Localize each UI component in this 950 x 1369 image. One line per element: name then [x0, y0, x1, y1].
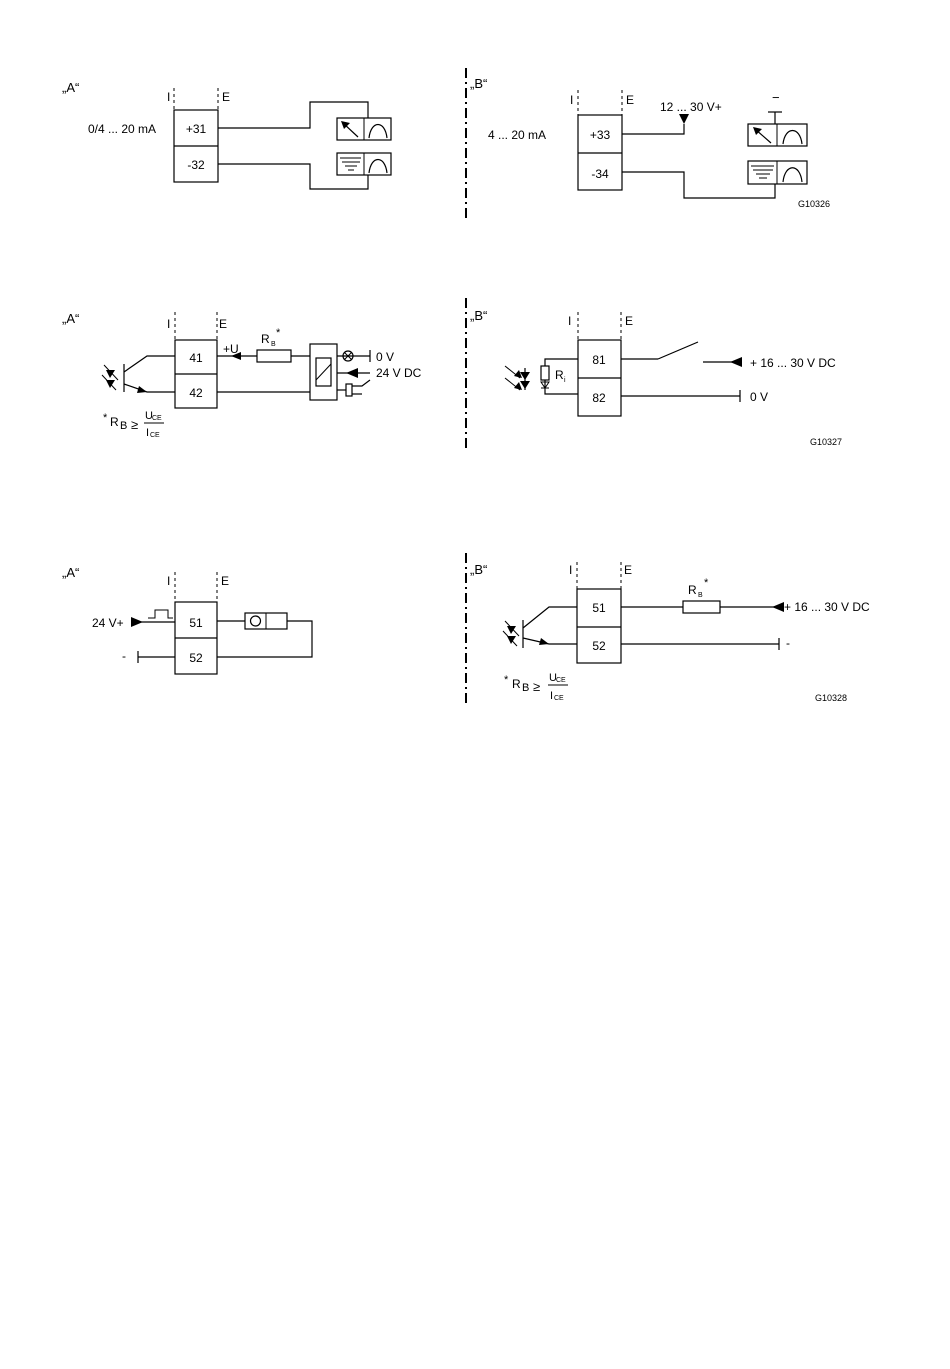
svg-text:≥: ≥	[131, 417, 138, 432]
rb-label: R	[261, 332, 270, 346]
supply-voltage: + 16 ... 30 V DC	[750, 356, 836, 370]
label-a: „A“	[62, 80, 79, 95]
svg-text:*: *	[276, 327, 281, 339]
opto-input-icon	[505, 359, 578, 394]
svg-text:CE: CE	[554, 695, 564, 702]
counter-icon	[245, 613, 287, 629]
row2-a-alarm-output: „A“ I E 41 42 +U R B *	[62, 311, 422, 439]
svg-text:*: *	[504, 674, 509, 686]
controller-icon	[748, 161, 807, 184]
label-b: „B“	[470, 308, 487, 323]
minus-sign: −	[772, 90, 780, 105]
row3-a-pulse-output: „A“ I E 51 52 24 V+ -	[62, 565, 312, 674]
plus-u-label: +U	[223, 342, 239, 356]
ri-label: R	[555, 368, 564, 382]
terminal-minus34: -34	[591, 167, 609, 181]
controller-icon	[337, 153, 391, 175]
supply-24v: 24 V+	[92, 616, 124, 630]
terminal-52: 52	[592, 639, 606, 653]
relay-icon	[310, 344, 370, 400]
supply-voltage: 12 ... 30 V+	[660, 100, 722, 114]
terminal-51: 51	[592, 601, 606, 615]
terminal-minus32: -32	[187, 158, 205, 172]
label-e: E	[625, 314, 633, 328]
pulse-icon	[148, 610, 173, 618]
label-e: E	[221, 574, 229, 588]
label-e: E	[219, 317, 227, 331]
label-i: I	[167, 90, 170, 104]
optocoupler-icon	[503, 607, 577, 648]
svg-text:B: B	[698, 592, 703, 599]
svg-text:B: B	[120, 420, 127, 432]
label-a: „A“	[62, 311, 79, 326]
svg-text:R: R	[110, 415, 119, 429]
figure-code: G10326	[798, 199, 830, 209]
row1-a-current-output: „A“ I E +31 -32 0/4 ... 20 mA	[62, 80, 391, 189]
row3-b-binary-input: „B“ I E 51 52 R B * + 16 ... 30 V DC -	[470, 562, 870, 703]
recorder-icon	[337, 118, 391, 140]
rb-formula: * R B ≥ U CE I CE	[103, 410, 164, 439]
svg-text:CE: CE	[150, 432, 160, 439]
svg-text:I: I	[146, 427, 149, 439]
svg-text:*: *	[103, 412, 108, 424]
label-i: I	[569, 563, 572, 577]
svg-text:B: B	[522, 682, 529, 694]
label-i: I	[568, 314, 571, 328]
label-i: I	[570, 93, 573, 107]
supply-voltage: + 16 ... 30 V DC	[784, 600, 870, 614]
row2-b-binary-input: „B“ I E 81 82 R i +	[470, 308, 842, 447]
recorder-icon	[748, 124, 807, 146]
rb-formula: * R B ≥ U CE I CE	[504, 672, 568, 702]
svg-text:I: I	[550, 690, 553, 702]
terminal-82: 82	[592, 391, 606, 405]
label-b: „B“	[470, 76, 487, 91]
terminal-41: 41	[189, 351, 203, 365]
zero-volt: 0 V	[376, 350, 394, 364]
optocoupler-icon	[102, 356, 175, 393]
svg-text:≥: ≥	[533, 679, 540, 694]
terminal-51: 51	[189, 616, 203, 630]
label-e: E	[222, 90, 230, 104]
label-i: I	[167, 317, 170, 331]
zero-volt: 0 V	[750, 390, 768, 404]
label-b: „B“	[470, 562, 487, 577]
svg-text:CE: CE	[152, 415, 162, 422]
horn-icon	[346, 380, 370, 396]
terminal-plus33: +33	[590, 128, 611, 142]
switch-icon	[621, 342, 740, 362]
resistor-rb	[257, 350, 291, 362]
signal-range: 4 ... 20 mA	[488, 128, 546, 142]
svg-text:B: B	[271, 341, 276, 348]
terminal-81: 81	[592, 353, 606, 367]
minus-sign: -	[786, 636, 790, 650]
minus-sign: -	[122, 649, 126, 663]
row1-b-current-input: „B“ I E +33 -34 4 ... 20 mA 12 ... 30 V+…	[470, 76, 830, 209]
label-i: I	[167, 574, 170, 588]
label-e: E	[624, 563, 632, 577]
terminal-plus31: +31	[186, 122, 207, 136]
svg-text:*: *	[704, 577, 709, 589]
figure-code: G10328	[815, 693, 847, 703]
figure-code: G10327	[810, 437, 842, 447]
svg-text:i: i	[564, 377, 566, 384]
svg-text:R: R	[512, 677, 521, 691]
signal-range: 0/4 ... 20 mA	[88, 122, 156, 136]
svg-text:CE: CE	[556, 677, 566, 684]
label-a: „A“	[62, 565, 79, 580]
rb-label: R	[688, 583, 697, 597]
terminal-42: 42	[189, 386, 203, 400]
resistor-rb	[683, 601, 720, 613]
terminal-52: 52	[189, 651, 203, 665]
supply-24vdc: 24 V DC	[376, 366, 422, 380]
label-e: E	[626, 93, 634, 107]
